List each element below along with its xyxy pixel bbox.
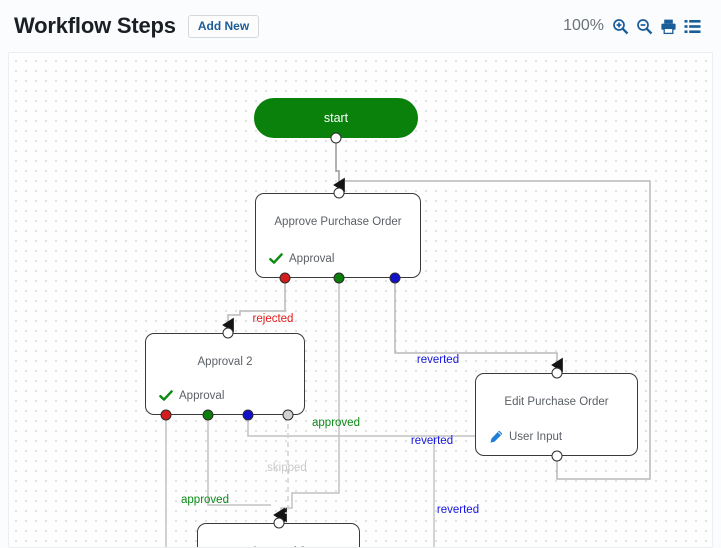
port-approve-po-approved[interactable] (333, 272, 345, 284)
edge-label-rejected: rejected (252, 313, 294, 325)
edge-label-reverted-3: reverted (436, 504, 480, 516)
node-title: Approval 2 (197, 356, 253, 368)
port-approve-po-in[interactable] (333, 187, 345, 199)
port-approval-2-skipped[interactable] (282, 409, 294, 421)
add-new-button[interactable]: Add New (187, 14, 260, 38)
pencil-icon (489, 430, 503, 444)
node-type-row: Approval (159, 389, 224, 403)
node-title: Approval 3 (198, 546, 359, 547)
check-icon (269, 252, 283, 266)
node-approve-purchase-order[interactable]: Approve Purchase Order Approval (255, 193, 421, 278)
zoom-out-icon[interactable] (636, 18, 653, 35)
header-bar: Workflow Steps Add New 100% (0, 0, 721, 52)
port-approval-2-in[interactable] (222, 327, 234, 339)
node-type-row: Approval (269, 252, 334, 266)
port-approve-po-reverted[interactable] (389, 272, 401, 284)
print-icon[interactable] (660, 18, 677, 35)
edge-label-reverted-2: reverted (410, 435, 454, 447)
port-approval-3-in[interactable] (273, 517, 285, 529)
page-title: Workflow Steps (14, 13, 176, 38)
node-type-label: Approval (289, 253, 335, 265)
node-title: Approve Purchase Order (274, 216, 402, 228)
node-title: Edit Purchase Order (504, 396, 609, 408)
port-approval-2-reverted[interactable] (242, 409, 254, 421)
node-start[interactable]: start (254, 98, 418, 138)
port-approval-2-rejected[interactable] (160, 409, 172, 421)
zoom-in-icon[interactable] (612, 18, 629, 35)
edge-label-approved-2: approved (181, 494, 229, 506)
list-icon[interactable] (684, 18, 701, 35)
edge-label-reverted: reverted (416, 354, 460, 366)
node-start-label: start (323, 111, 349, 125)
check-icon (159, 389, 173, 403)
zoom-level-label: 100% (563, 17, 604, 34)
header-toolbar: 100% (563, 17, 707, 35)
port-approval-2-approved[interactable] (202, 409, 214, 421)
node-type-row: User Input (489, 430, 562, 444)
node-approval-2[interactable]: Approval 2 Approval (145, 333, 305, 415)
port-approve-po-rejected[interactable] (279, 272, 291, 284)
node-edit-purchase-order[interactable]: Edit Purchase Order User Input (475, 373, 638, 456)
node-type-label: User Input (509, 431, 563, 443)
port-edit-po-in[interactable] (551, 367, 563, 379)
edge-label-skipped: skipped (267, 462, 307, 474)
node-type-label: Approval (179, 390, 225, 402)
workflow-canvas[interactable]: start Approve Purchase Order Approval Ap… (8, 52, 713, 548)
edge-label-approved: approved (312, 417, 360, 429)
port-start-out[interactable] (330, 132, 342, 144)
port-edit-po-out[interactable] (551, 450, 563, 462)
